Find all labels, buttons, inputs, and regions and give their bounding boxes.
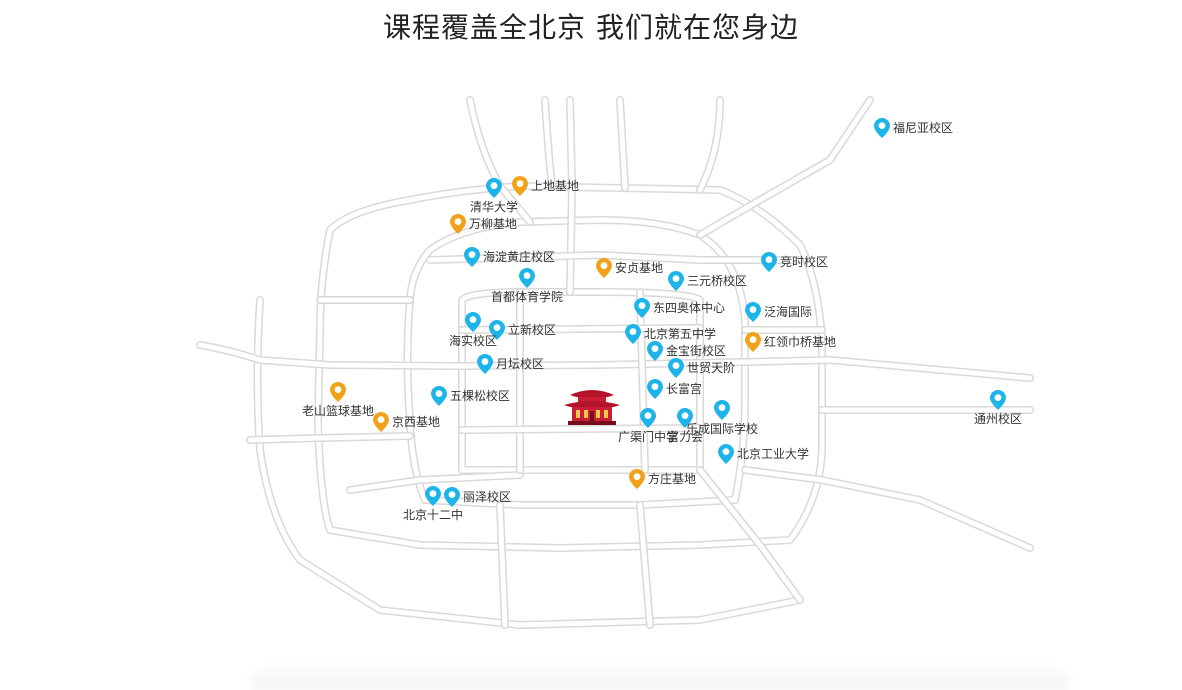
map-pin-icon: [465, 312, 481, 332]
map-pin[interactable]: [330, 382, 346, 402]
map-pin[interactable]: [519, 268, 535, 288]
landmark-palace: [562, 383, 622, 427]
marker-label: 立新校区: [508, 323, 557, 337]
marker-label: 方庄基地: [648, 472, 697, 486]
map-pin-icon: [596, 258, 612, 278]
map-pin[interactable]: [718, 444, 734, 464]
map-pin[interactable]: [512, 176, 528, 196]
marker-label: 海淀黄庄校区: [483, 250, 556, 264]
map-pin-icon: [464, 247, 480, 267]
map-pin-icon: [677, 408, 693, 428]
marker-label: 老山篮球基地: [301, 404, 375, 418]
map-pin-icon: [629, 469, 645, 489]
map-pin[interactable]: [634, 298, 650, 318]
map-pin[interactable]: [745, 332, 761, 352]
map-pin[interactable]: [425, 486, 441, 506]
map-pin-icon: [444, 487, 460, 507]
map-pin-icon: [668, 271, 684, 291]
marker-label: 广渠门中学: [617, 430, 679, 444]
map-pin-icon: [761, 252, 777, 272]
map-pin[interactable]: [489, 320, 505, 340]
map-pin-icon: [874, 118, 890, 138]
map-pin[interactable]: [640, 408, 656, 428]
map-pin[interactable]: [625, 324, 641, 344]
marker-label: 海实校区: [448, 334, 498, 348]
map-pin[interactable]: [761, 252, 777, 272]
map-pin-icon: [477, 354, 493, 374]
map-pin[interactable]: [647, 341, 663, 361]
marker-label: 福尼亚校区: [893, 121, 954, 135]
map-pin[interactable]: [745, 302, 761, 322]
marker-label: 上地基地: [531, 179, 580, 193]
map-pin[interactable]: [450, 214, 466, 234]
map-pin[interactable]: [464, 247, 480, 267]
map-pin-icon: [425, 486, 441, 506]
marker-label: 泛海国际: [764, 305, 813, 319]
marker-label: 北京工业大学: [737, 447, 810, 461]
map-pin[interactable]: [990, 390, 1006, 410]
marker-label: 红领巾桥基地: [764, 335, 837, 349]
map-pin-icon: [489, 320, 505, 340]
marker-label: 乐成国际学校: [685, 422, 759, 436]
map-pin[interactable]: [477, 354, 493, 374]
marker-label: 通州校区: [973, 412, 1023, 426]
map-pin-icon: [373, 412, 389, 432]
map-pin[interactable]: [596, 258, 612, 278]
map-pin[interactable]: [714, 400, 730, 420]
marker-label: 北京十二中: [402, 508, 464, 522]
palace-icon: [564, 390, 620, 425]
map-pin[interactable]: [668, 271, 684, 291]
marker-label: 金宝街校区: [666, 344, 727, 358]
marker-label: 三元桥校区: [687, 274, 748, 288]
marker-label: 长富宫: [666, 382, 703, 396]
page-title: 课程覆盖全北京 我们就在您身边: [383, 11, 799, 44]
marker-label: 五棵松校区: [450, 389, 511, 403]
map-pin[interactable]: [677, 408, 693, 428]
marker-label: 京西基地: [392, 415, 441, 429]
map-pin-icon: [640, 408, 656, 428]
map-pin[interactable]: [647, 379, 663, 399]
map-pin-icon: [714, 400, 730, 420]
map-pin[interactable]: [373, 412, 389, 432]
map-pin-icon: [745, 302, 761, 322]
map-pin-icon: [450, 214, 466, 234]
map-pin-icon: [625, 324, 641, 344]
marker-label: 北京第五中学: [644, 327, 717, 341]
marker-label: 清华大学: [469, 200, 519, 214]
map-pin-icon: [718, 444, 734, 464]
marker-label: 丽泽校区: [463, 490, 512, 504]
map-pin[interactable]: [465, 312, 481, 332]
map-pin[interactable]: [444, 487, 460, 507]
map-pin[interactable]: [431, 386, 447, 406]
map-pin-icon: [431, 386, 447, 406]
map-pin-icon: [486, 178, 502, 198]
marker-label: 东四奥体中心: [653, 301, 726, 315]
marker-label: 安贞基地: [615, 261, 664, 275]
marker-label: 竞时校区: [780, 255, 829, 269]
marker-label: 万柳基地: [469, 217, 518, 231]
map-pin-icon: [512, 176, 528, 196]
map-pin-icon: [990, 390, 1006, 410]
marker-label: 首都体育学院: [490, 290, 564, 304]
bottom-shadow: [250, 664, 1070, 690]
map-pin-icon: [647, 379, 663, 399]
marker-label: 世贸天阶: [687, 361, 736, 375]
map-pin[interactable]: [486, 178, 502, 198]
map-pin[interactable]: [629, 469, 645, 489]
marker-label: 富力会: [666, 430, 704, 444]
map-pin-icon: [745, 332, 761, 352]
map-pin-icon: [634, 298, 650, 318]
map-pin-icon: [519, 268, 535, 288]
marker-label: 月坛校区: [496, 357, 545, 371]
map-pin-icon: [330, 382, 346, 402]
map-pin-icon: [647, 341, 663, 361]
map-pin[interactable]: [874, 118, 890, 138]
map-pin-icon: [668, 358, 684, 378]
map-pin[interactable]: [668, 358, 684, 378]
